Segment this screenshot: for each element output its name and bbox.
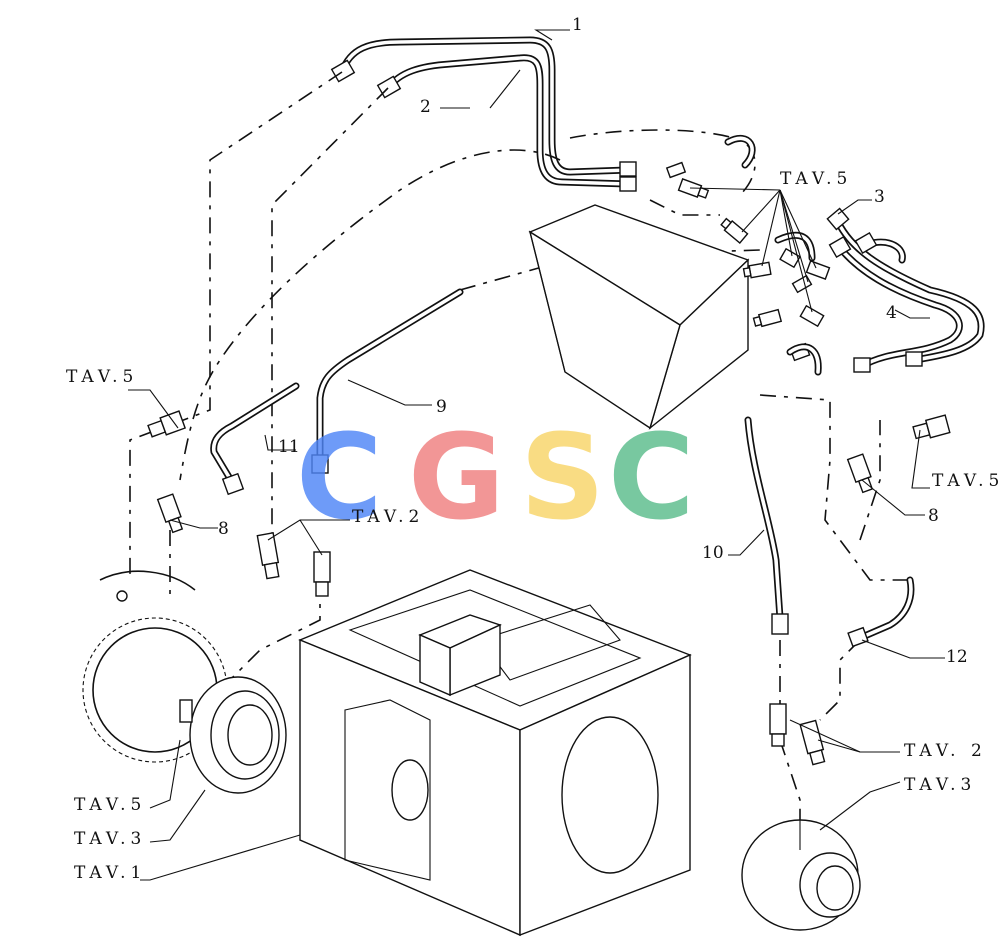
watermark-letter: C bbox=[608, 408, 695, 546]
pipe-9 bbox=[311, 288, 464, 474]
fitting bbox=[799, 304, 825, 328]
callout-tav3-bottom-left: TAV.3 bbox=[74, 829, 146, 849]
fitting-8-right bbox=[846, 453, 874, 494]
pipe-12 bbox=[847, 576, 915, 648]
callout-11: 11 bbox=[278, 437, 300, 457]
callout-tav2-center: TAV.2 bbox=[352, 507, 424, 527]
callout-labels: 1 2 3 4 8 8 9 10 11 12 TAV.5 TAV.5 TAV.5… bbox=[66, 15, 1000, 883]
callout-8-left: 8 bbox=[218, 519, 229, 539]
watermark-logo: C G S C bbox=[296, 408, 695, 546]
callout-tav3-right: TAV.3 bbox=[904, 775, 976, 795]
fitting bbox=[677, 178, 710, 199]
fitting-tav5-right bbox=[912, 414, 951, 440]
pipe-10 bbox=[744, 416, 789, 635]
fitting-tav2-a bbox=[256, 532, 280, 580]
callout-3: 3 bbox=[874, 187, 885, 207]
fitting bbox=[665, 161, 687, 179]
pipe-11 bbox=[210, 382, 300, 496]
fitting bbox=[742, 261, 772, 279]
fitting-tav2-right-a bbox=[769, 703, 787, 747]
ring-gear-assembly bbox=[82, 570, 287, 794]
pipe-bundle-right bbox=[826, 207, 985, 373]
callout-10: 10 bbox=[702, 543, 724, 563]
fittings-cluster bbox=[665, 134, 831, 376]
dashed-routing-lines bbox=[129, 71, 910, 850]
fitting-8-left bbox=[156, 493, 184, 534]
watermark-letter: C bbox=[296, 408, 383, 546]
fitting-tav5-left bbox=[147, 410, 187, 438]
callout-tav5-right: TAV.5 bbox=[932, 471, 1000, 491]
fitting bbox=[752, 308, 783, 328]
fitting bbox=[720, 217, 749, 245]
callout-tav2-right: TAV. 2 bbox=[904, 741, 987, 761]
fitting-tav2-right-b bbox=[799, 719, 826, 766]
callout-4: 4 bbox=[886, 303, 897, 323]
callout-tav5-bottom-left: TAV.5 bbox=[74, 795, 146, 815]
final-drive-hub bbox=[741, 819, 861, 931]
valve-block bbox=[418, 614, 502, 697]
fitting bbox=[779, 247, 801, 269]
callout-1: 1 bbox=[572, 15, 583, 35]
transmission-housing bbox=[298, 569, 692, 937]
callout-tav1-bottom-left: TAV.1 bbox=[74, 863, 146, 883]
pipe-bundle-top bbox=[330, 36, 637, 192]
callout-2: 2 bbox=[420, 97, 431, 117]
hydraulic-block bbox=[528, 204, 750, 430]
callout-tav5-left: TAV.5 bbox=[66, 367, 138, 387]
callout-8-right: 8 bbox=[928, 506, 939, 526]
callout-tav5-top: TAV.5 bbox=[780, 169, 852, 189]
callout-12: 12 bbox=[946, 647, 968, 667]
fitting bbox=[805, 260, 831, 280]
fitting bbox=[791, 274, 813, 294]
fitting-tav2-b bbox=[313, 551, 331, 597]
leader-lines bbox=[128, 29, 945, 881]
watermark-letter: G bbox=[408, 408, 505, 546]
callout-9: 9 bbox=[436, 397, 447, 417]
watermark-letter: S bbox=[520, 408, 605, 546]
